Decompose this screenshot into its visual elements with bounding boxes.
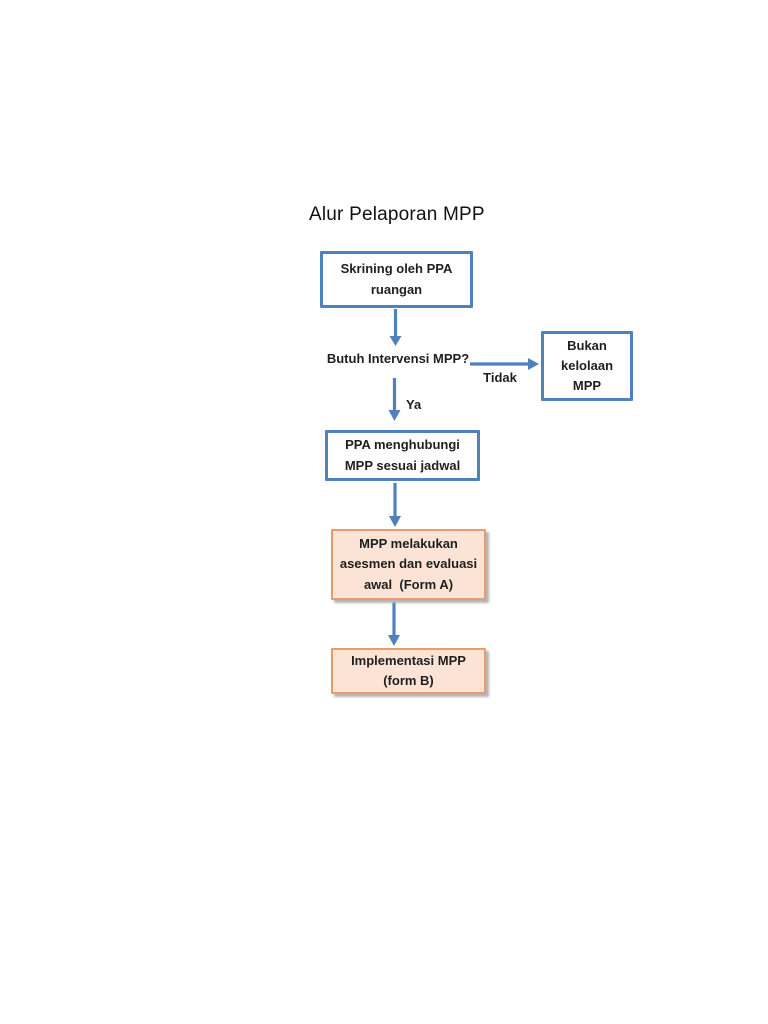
flow-node-implementasi: Implementasi MPP (form B) [331, 648, 486, 694]
flow-node-ppa-menghubungi: PPA menghubungi MPP sesuai jadwal [325, 430, 480, 481]
arrow-down-decision-to-ppa [388, 378, 401, 421]
arrow-down-skrining-to-decision [389, 309, 402, 346]
flow-node-skrining: Skrining oleh PPA ruangan [320, 251, 473, 308]
decision-question-label: Butuh Intervensi MPP? [326, 351, 470, 366]
page-title: Alur Pelaporan MPP [309, 204, 485, 225]
branch-label-tidak: Tidak [483, 370, 517, 385]
branch-label-ya: Ya [406, 397, 422, 412]
arrow-down-asesmen-to-implementasi [388, 602, 400, 646]
flow-node-asesmen-awal: MPP melakukan asesmen dan evaluasi awal … [331, 529, 486, 600]
flow-node-bukan-kelolaan: Bukan kelolaan MPP [541, 331, 633, 401]
arrow-down-ppa-to-asesmen [389, 483, 401, 527]
